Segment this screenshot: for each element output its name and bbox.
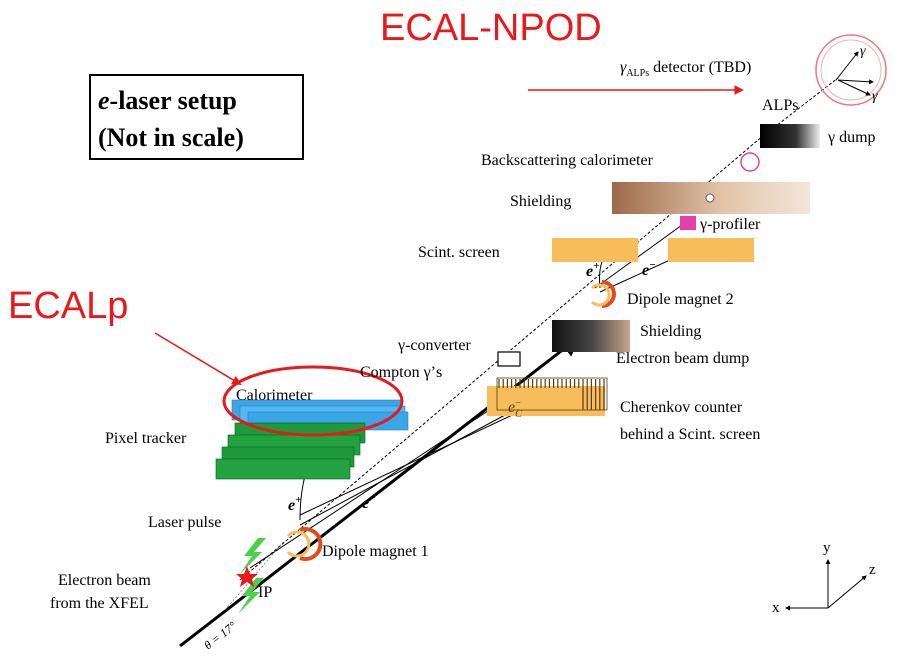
gamma-converter-label: γ-converter bbox=[397, 337, 471, 354]
axis-y-label: y bbox=[823, 540, 831, 556]
calorimeter-highlight-ellipse bbox=[222, 365, 404, 437]
cherenkov-label-1: Cherenkov counter bbox=[620, 399, 743, 416]
axis-x-label: x bbox=[772, 600, 780, 616]
electron-beam-label-1: Electron beam bbox=[58, 572, 151, 589]
electron-trajectory-3 bbox=[299, 401, 541, 516]
gamma-dump-label: γ dump bbox=[827, 129, 876, 146]
e-cherenkov-label: eC− bbox=[508, 398, 522, 420]
electron-beam-dump-label: Electron beam dump bbox=[616, 350, 749, 367]
shielding-mid-block bbox=[552, 320, 630, 352]
backscattering-calorimeter-label: Backscattering calorimeter bbox=[481, 152, 654, 169]
gamma-arrow-1 bbox=[835, 51, 859, 81]
shielding-mid-label: Shielding bbox=[640, 323, 701, 340]
cherenkov-counter bbox=[487, 377, 608, 416]
calorimeter-layers bbox=[231, 399, 409, 431]
laser-bolt-icon bbox=[238, 538, 266, 614]
gamma-dump-block bbox=[760, 124, 820, 148]
gamma-arrow-2 bbox=[837, 79, 871, 96]
shielding-hole bbox=[705, 193, 715, 203]
electron-trajectory-2 bbox=[299, 414, 506, 526]
electron-beam-label-2: from the XFEL bbox=[50, 595, 149, 612]
ecalp-arrow bbox=[154, 332, 242, 385]
title-line-1: e-laser setup bbox=[98, 86, 237, 115]
alps-detector-group: γ γ bbox=[815, 34, 887, 106]
pair-line-upper-1 bbox=[594, 224, 683, 289]
calorimeter-label: Calorimeter bbox=[236, 387, 313, 404]
title-line-2: (Not in scale) bbox=[98, 123, 244, 152]
alps-detector-circle bbox=[815, 34, 887, 106]
scint-screen-label: Scint. screen bbox=[418, 244, 500, 261]
e-minus-upper: e− bbox=[642, 259, 656, 279]
ip-star-icon bbox=[236, 566, 258, 587]
axis-z-label: z bbox=[869, 562, 876, 578]
alps-label: ALPs bbox=[762, 97, 798, 114]
pixel-tracker-layers bbox=[215, 422, 366, 480]
gamma-profiler-block bbox=[680, 216, 696, 230]
electron-trajectory-1 bbox=[249, 402, 501, 569]
dipole-magnet-2-label: Dipole magnet 2 bbox=[627, 291, 734, 308]
alps-detector-circle-inner bbox=[820, 39, 882, 101]
cherenkov-label-2: behind a Scint. screen bbox=[620, 426, 760, 443]
laser-pulse-label: Laser pulse bbox=[148, 514, 221, 531]
title-box bbox=[89, 74, 304, 160]
dipole-magnet-1-label: Dipole magnet 1 bbox=[322, 543, 429, 560]
gamma-label-2: γ bbox=[872, 89, 878, 104]
laser-line bbox=[224, 539, 286, 611]
alps-detector-label: γALPs detector (TBD) bbox=[620, 59, 751, 79]
coordinate-axes: y x z bbox=[772, 540, 876, 616]
e-plus-lower: e+ bbox=[288, 494, 301, 514]
scint-screen-right bbox=[668, 238, 754, 262]
gamma-profiler-label: γ-profiler bbox=[699, 216, 761, 233]
gamma-label-1: γ bbox=[860, 44, 866, 59]
backscattering-calorimeter-mark bbox=[740, 152, 760, 172]
gamma-converter-box bbox=[497, 351, 521, 367]
shielding-top-label: Shielding bbox=[510, 193, 571, 210]
ip-label: IP bbox=[258, 584, 272, 601]
scint-screen-left bbox=[552, 238, 638, 262]
pixel-tracker-label: Pixel tracker bbox=[105, 430, 187, 447]
e-plus-upper: e+ bbox=[586, 260, 599, 280]
dipole-magnet-1 bbox=[286, 527, 323, 561]
ecal-npod-label: ECAL-NPOD bbox=[380, 7, 602, 49]
dipole-magnet-2 bbox=[590, 280, 616, 308]
compton-gammas-label: Compton γ’s bbox=[360, 364, 442, 381]
e-minus-lower: e− bbox=[362, 492, 376, 512]
gamma-arrow-3 bbox=[837, 79, 874, 85]
ecalp-label: ECALp bbox=[8, 285, 128, 327]
